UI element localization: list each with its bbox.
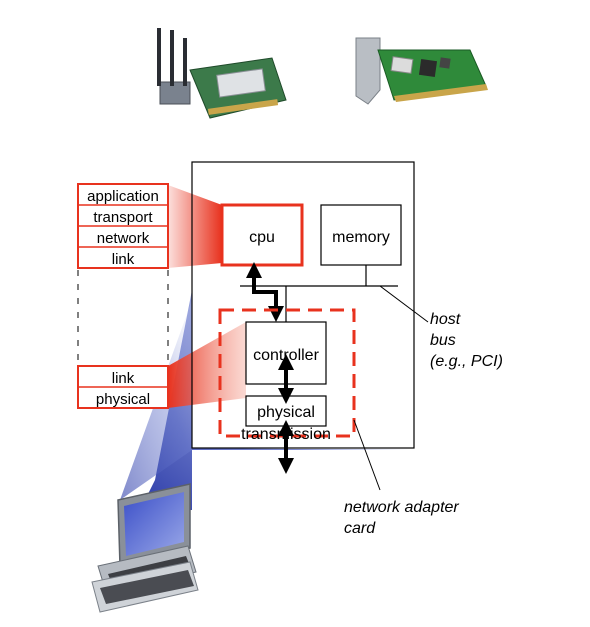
blue-beam: [140, 290, 410, 510]
adapter-annotation-1: network adapter: [344, 499, 459, 516]
protocol-stack-top: application transport network link: [77, 183, 169, 269]
cpu-bus-arrow: [246, 262, 284, 322]
stack-layer-network: network: [97, 230, 150, 247]
stack-layer-application: application: [87, 188, 159, 205]
protocol-stack-bottom: link physical: [77, 365, 169, 409]
stack-layer-link-top: link: [112, 251, 135, 268]
physical-label: physical: [257, 404, 315, 421]
cpu-label: cpu: [249, 229, 275, 246]
host-box: [191, 161, 415, 449]
wireless-pci-card-icon: [157, 28, 287, 119]
adapter-leader: [353, 419, 381, 491]
stack-layer-link-bottom: link: [112, 370, 135, 387]
red-fan-bottom: [168, 322, 246, 408]
memory-label: memory: [332, 229, 390, 246]
adapter-annotation-2: card: [344, 520, 376, 537]
host-bus-leader: [379, 285, 429, 323]
stack-layer-transport: transport: [93, 209, 153, 226]
stack-layer-physical: physical: [96, 391, 150, 408]
adapter-card-box: [218, 308, 356, 438]
host-bus-annotation-1: host: [430, 311, 461, 328]
red-fan-top: [168, 185, 222, 268]
desktop-computer-icon: [91, 483, 199, 613]
memory-box: [320, 204, 402, 266]
host-bus-annotation-2: bus: [430, 332, 456, 349]
ethernet-pci-card-icon: [355, 37, 488, 105]
controller-label: controller: [253, 347, 319, 364]
host-bus-annotation-3: (e.g., PCI): [430, 353, 503, 370]
